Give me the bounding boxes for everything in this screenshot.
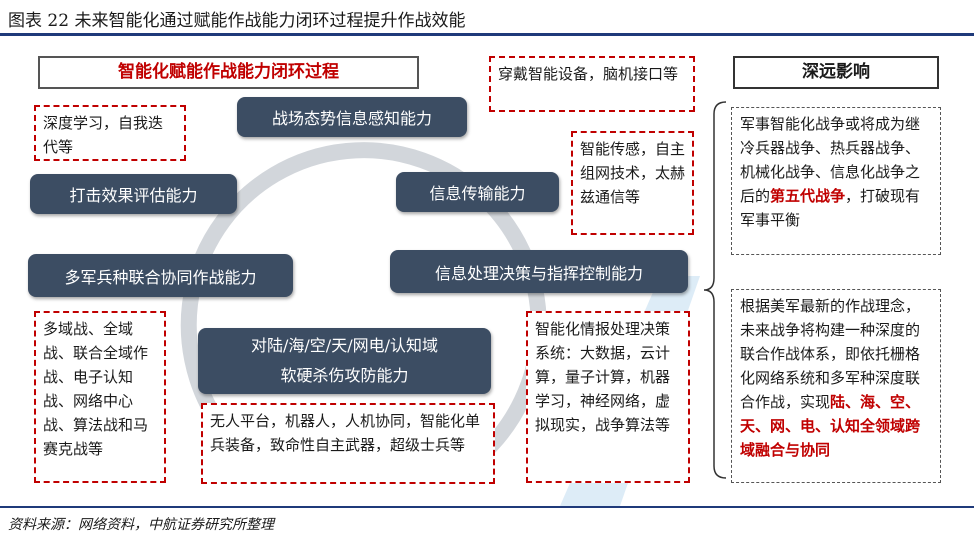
note-wearable-devices: 穿戴智能设备，脑机接口等 — [489, 56, 695, 112]
bottom-rule — [0, 506, 974, 508]
source-note: 资料来源：网络资料，中航证券研究所整理 — [8, 517, 274, 533]
node-decision-command: 信息处理决策与指挥控制能力 — [390, 250, 688, 293]
node-attack-line1: 对陆/海/空/天/网电/认知域 — [251, 336, 438, 355]
impact-box1-highlight: 第五代战争 — [770, 187, 846, 205]
impact-box1-tail: ，打破现有军事平衡 — [740, 187, 921, 229]
top-rule — [0, 33, 974, 36]
figure-title: 图表 22 未来智能化通过赋能作战能力闭环过程提升作战效能 — [8, 11, 466, 31]
node-attack-defense: 对陆/海/空/天/网电/认知域 软硬杀伤攻防能力 — [198, 328, 491, 394]
note-intel-processing: 智能化情报处理决策系统：大数据，云计算，量子计算，机器学习，神经网络，虚拟现实，… — [526, 311, 690, 483]
impact-title: 深远影响 — [733, 56, 939, 89]
impact-bracket — [703, 101, 727, 479]
note-unmanned-platforms: 无人平台，机器人，人机协同，智能化单兵装备，致命性自主武器，超级士兵等 — [201, 403, 495, 484]
node-effect-assessment: 打击效果评估能力 — [30, 174, 237, 214]
note-deep-learning: 深度学习，自我迭代等 — [34, 105, 186, 161]
impact-box2-highlight: 陆、海、空、天、网、电、认知全领域跨域融合与协同 — [740, 393, 921, 459]
node-situation-awareness: 战场态势信息感知能力 — [237, 97, 467, 137]
node-info-transmission: 信息传输能力 — [396, 172, 559, 212]
bracket-line — [703, 101, 727, 479]
impact-box2-text: 根据美军最新的作战理念，未来战争将构建一种深度的联合作战体系，即依托栅格化网络系… — [740, 297, 921, 411]
loop-title: 智能化赋能作战能力闭环过程 — [38, 56, 419, 89]
node-attack-line2: 软硬杀伤攻防能力 — [280, 366, 409, 385]
note-smart-sensing: 智能传感，自主组网技术，太赫兹通信等 — [571, 131, 694, 235]
node-joint-operations: 多军兵种联合协同作战能力 — [28, 254, 293, 297]
impact-box-fifth-generation: 军事智能化战争或将成为继冷兵器战争、热兵器战争、机械化战争、信息化战争之后的第五… — [731, 107, 941, 255]
note-domain-warfare: 多域战、全域战、联合全域作战、电子认知战、网络中心战、算法战和马赛克战等 — [34, 311, 166, 483]
impact-box-joint-system: 根据美军最新的作战理念，未来战争将构建一种深度的联合作战体系，即依托栅格化网络系… — [731, 289, 941, 483]
impact-box1-text: 军事智能化战争或将成为继冷兵器战争、热兵器战争、机械化战争、信息化战争之后的 — [740, 115, 921, 205]
